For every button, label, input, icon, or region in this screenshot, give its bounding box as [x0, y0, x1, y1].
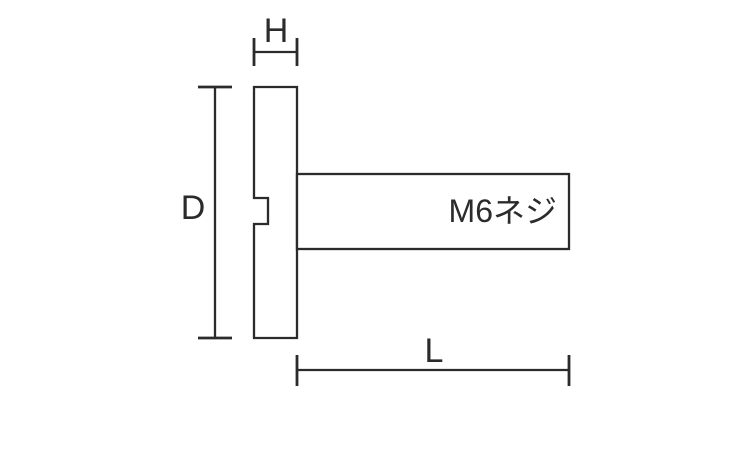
- thread-spec-label: M6ネジ: [449, 193, 557, 229]
- d-dim-label: D: [181, 189, 206, 227]
- dimension-d: D: [181, 85, 232, 340]
- l-dim-label: L: [425, 332, 444, 370]
- dimension-l: L: [295, 332, 571, 386]
- screw-shaft-shape: [295, 172, 571, 251]
- h-dim-label: H: [264, 12, 289, 50]
- dimension-h: H: [252, 12, 299, 66]
- screw-head-shape: [252, 85, 299, 340]
